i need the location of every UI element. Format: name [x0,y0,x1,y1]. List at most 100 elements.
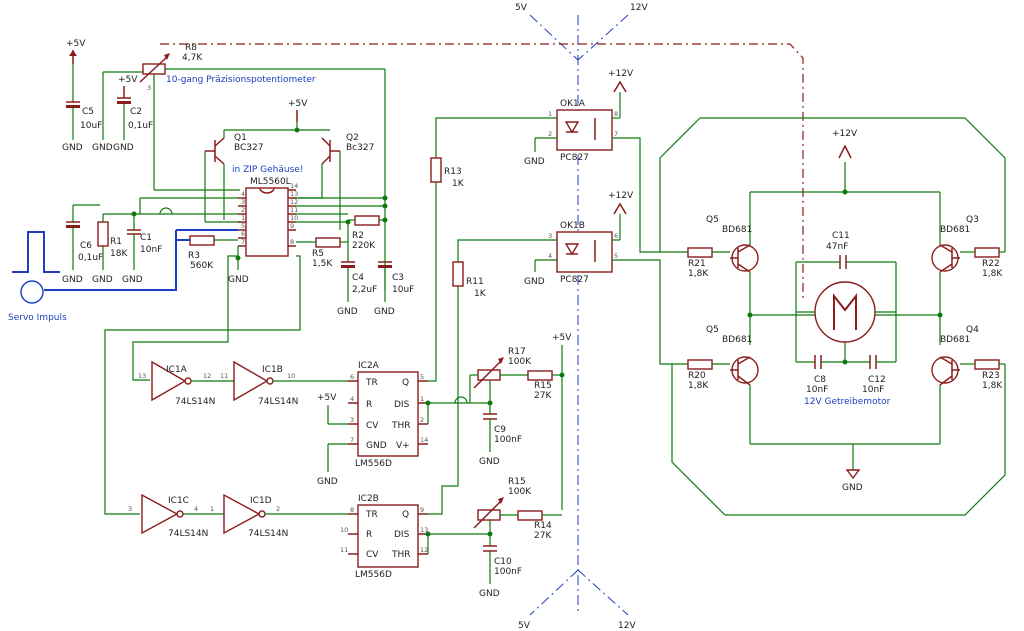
motor-note: 12V Getreibemotor [804,397,891,407]
timing-upper: R17 100K R15 27K +5V C9 100nF GND [469,333,572,510]
r15a-value: 27K [534,391,552,401]
pin-label: DIS [394,530,410,540]
pin-label: THR [391,550,411,560]
pin-label: 10 [287,372,295,380]
r3-name: R3 [188,251,200,261]
pin-label: GND [366,441,387,451]
pin-label: 1 [548,110,552,118]
pin-label: 4 [241,190,245,198]
oka-name: OK1A [560,99,586,109]
gnd-r1: GND [92,275,113,285]
gnd-bridge: GND [842,483,863,493]
gnd-ic: GND [228,275,249,285]
servo-label: Servo Impuls [8,313,67,323]
pin-label: 4 [194,505,198,513]
r3-value: 560K [190,261,214,271]
r22-value: 1,8K [982,269,1003,279]
r2-name: R2 [352,231,364,241]
rail-5v-top: 5V [515,3,528,13]
plus5-label-2: +5V [118,75,138,85]
pin-label: 3 [128,505,132,513]
c1-value: 10nF [140,245,162,255]
r22-name: R22 [982,259,1000,269]
pin-label: 4 [548,252,552,260]
pin-label: 12 [420,546,428,554]
pin-label: 2 [241,206,245,214]
ic2b-name: IC2B [358,494,379,504]
pin-label: 12 [290,198,298,206]
plus5-label-5: +5V [552,333,572,343]
r8-name: R8 [185,43,197,53]
c4-name: C4 [352,273,364,283]
r15b-name: R15 [508,477,526,487]
c11-value: 47nF [826,242,848,252]
r23-value: 1,8K [982,381,1003,391]
gnd-c5: GND [62,143,83,153]
r13-name: R13 [444,167,462,177]
pot-note: 10-gang Präzisionspotentiometer [166,75,316,85]
gnd-c4: GND [337,307,358,317]
pin-label: Q [402,510,409,520]
r8-value: 4,7K [182,53,203,63]
ic2a-value: LM556D [355,459,392,469]
r17-name: R17 [508,347,526,357]
c6-value: 0,1uF [78,253,103,263]
pin-label: 6 [241,230,245,238]
pot-r8: R8 4,7K 10-gang Präzisionspotentiometer … [139,43,386,290]
pin-label: TR [365,378,378,388]
c2-value: 0,1uF [128,121,153,131]
pin-label: 7 [241,238,245,246]
q2-value: Bc327 [346,143,374,153]
q4-value: BD681 [940,335,970,345]
q1-value: BC327 [234,143,263,153]
pin-label: 2 [420,416,424,424]
pin-label: 5 [420,373,424,381]
pin-label: Q [402,378,409,388]
pin-label: 3 [241,198,245,206]
c8-value: 10nF [806,385,828,395]
gnd-c6: GND [62,275,83,285]
r1-name: R1 [110,237,122,247]
signal-wires [104,255,301,515]
pin-label: 8 [350,506,354,514]
c12-value: 10nF [862,385,884,395]
pin-label: 2 [548,130,552,138]
c8-name: C8 [814,375,826,385]
r17-value: 100K [508,357,532,367]
pin-label: 8 [290,238,294,246]
input-network: C6 0,1uF GND R1 18K GND C1 10nF GND R3 5… [8,204,238,323]
pin-label: V+ [396,441,410,451]
c5-value: 10uF [80,121,102,131]
opto-ok1a: OK1A PC827 GND +12V 12 87 [524,69,688,253]
gnd-ic2a: GND [317,477,338,487]
q5a-value: BD681 [722,225,752,235]
r11-value: 1K [474,289,487,299]
rail-5v-bottom: 5V [518,621,531,631]
r20-value: 1,8K [688,381,709,391]
ic1d-value: 74LS14N [248,529,288,539]
zip-note: in ZIP Gehäuse! [232,165,303,175]
ic1b-name: IC1B [262,365,283,375]
pin-label: 9 [420,506,424,514]
r11-name: R11 [466,277,484,287]
q5a-name: Q5 [706,215,719,225]
gnd-1: GND [92,143,113,153]
pin-label: 14 [290,182,298,190]
pin-label: 2 [276,505,280,513]
pin-label: 3 [548,232,552,240]
pin-label: 4 [350,395,354,403]
gnd-c3: GND [374,307,395,317]
timing-lower: R15 100K R14 27K C10 100nF GND [473,477,562,599]
pin-label: 1 [420,395,424,403]
pin-label: 5 [614,252,618,260]
c9-name: C9 [494,425,506,435]
c3-value: 10uF [392,285,414,295]
pin-label: 1 [241,214,245,222]
rail-12v-bottom: 12V [618,621,636,631]
r5-value: 1,5K [312,259,333,269]
gnd-oka: GND [524,157,545,167]
oka-value: PC827 [560,153,589,163]
ic1d-name: IC1D [250,496,272,506]
motor-symbol [814,281,876,343]
q2-name: Q2 [346,133,359,143]
